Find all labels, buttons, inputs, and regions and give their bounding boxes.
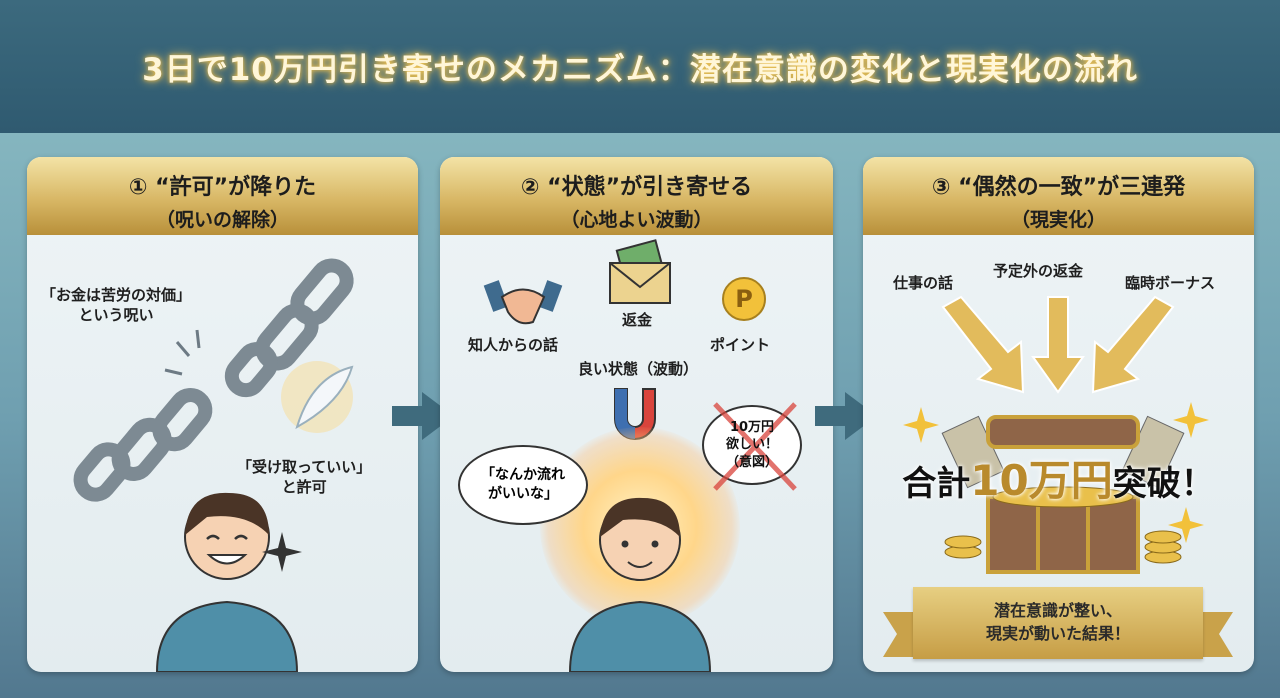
panel-heading: ② “状態”が引き寄せる bbox=[520, 175, 753, 200]
coin-letter: P bbox=[735, 285, 753, 313]
gold-arrows-icon bbox=[941, 295, 1175, 394]
panel-heading: ① “許可”が降りた bbox=[128, 175, 317, 200]
next-step-arrow-icon bbox=[815, 392, 877, 440]
panel-header: ③ “偶然の一致”が三連発 （現実化） bbox=[863, 157, 1254, 235]
envelope-money-icon bbox=[609, 239, 671, 304]
total-suffix: 突破！ bbox=[1112, 464, 1215, 504]
treasure-chest-icon bbox=[941, 415, 1185, 574]
total-amount-banner: 合計10万円突破！ bbox=[863, 447, 1254, 508]
next-step-arrow-icon bbox=[392, 392, 454, 440]
item-label: 知人からの話 bbox=[468, 336, 559, 354]
title-bar: 3日で10万円引き寄せのメカニズム：潜在意識の変化と現実化の流れ bbox=[0, 0, 1280, 133]
result-ribbon: 潜在意識が整い、 現実が動いた結果！ bbox=[913, 587, 1203, 659]
panel-subheading: （現実化） bbox=[1010, 209, 1106, 231]
panel-header: ② “状態”が引き寄せる （心地よい波動） bbox=[440, 157, 833, 235]
cross-mark-icon bbox=[713, 402, 797, 491]
panel-subheading: （呪いの解除） bbox=[155, 209, 289, 231]
handshake-icon bbox=[483, 280, 563, 325]
panel-subheading: （心地よい波動） bbox=[560, 209, 713, 231]
panel-state: ② “状態”が引き寄せる （心地よい波動） 知人からの話 返金 P ポイント 良… bbox=[440, 157, 833, 672]
source-label: 仕事の話 bbox=[893, 274, 954, 292]
sparkle-icon bbox=[1173, 402, 1209, 438]
total-prefix: 合計 bbox=[902, 464, 971, 504]
item-label: ポイント bbox=[710, 336, 771, 354]
thought-bubble-intent: 10万円 欲しい！ （意図） bbox=[725, 419, 778, 470]
panel-heading: ③ “偶然の一致”が三連発 bbox=[931, 175, 1186, 200]
thought-bubble-good-flow: 「なんか流れ がいいな」 bbox=[458, 445, 588, 525]
state-label: 良い状態（波動） bbox=[578, 360, 699, 378]
panel-permission: ① “許可”が降りた （呪いの解除） 「お金は苦労の対価」 という呪い 「受け取… bbox=[27, 157, 418, 672]
total-amount: 10万円 bbox=[970, 456, 1113, 505]
smiling-person-icon bbox=[155, 492, 299, 672]
panel-header: ① “許可”が降りた （呪いの解除） bbox=[27, 157, 418, 235]
person-icon bbox=[568, 497, 712, 672]
sparkle-icon bbox=[1168, 507, 1204, 543]
panel-realization: ③ “偶然の一致”が三連発 （現実化） 仕事の話 予定外の返金 臨時ボーナス 合… bbox=[863, 157, 1254, 672]
sparkle-icon bbox=[262, 532, 302, 572]
sparkle-icon bbox=[903, 407, 939, 443]
source-label: 臨時ボーナス bbox=[1125, 274, 1216, 292]
item-label: 返金 bbox=[622, 311, 653, 329]
broken-chain-icon bbox=[73, 258, 354, 502]
permission-label: 「受け取っていい」 と許可 bbox=[237, 458, 372, 497]
page-title: 3日で10万円引き寄せのメカニズム：潜在意識の変化と現実化の流れ bbox=[142, 52, 1138, 88]
feather-icon bbox=[281, 361, 354, 433]
point-coin-icon: P bbox=[722, 277, 766, 321]
source-label: 予定外の返金 bbox=[993, 262, 1084, 280]
curse-label: 「お金は苦労の対価」 という呪い bbox=[41, 286, 192, 325]
